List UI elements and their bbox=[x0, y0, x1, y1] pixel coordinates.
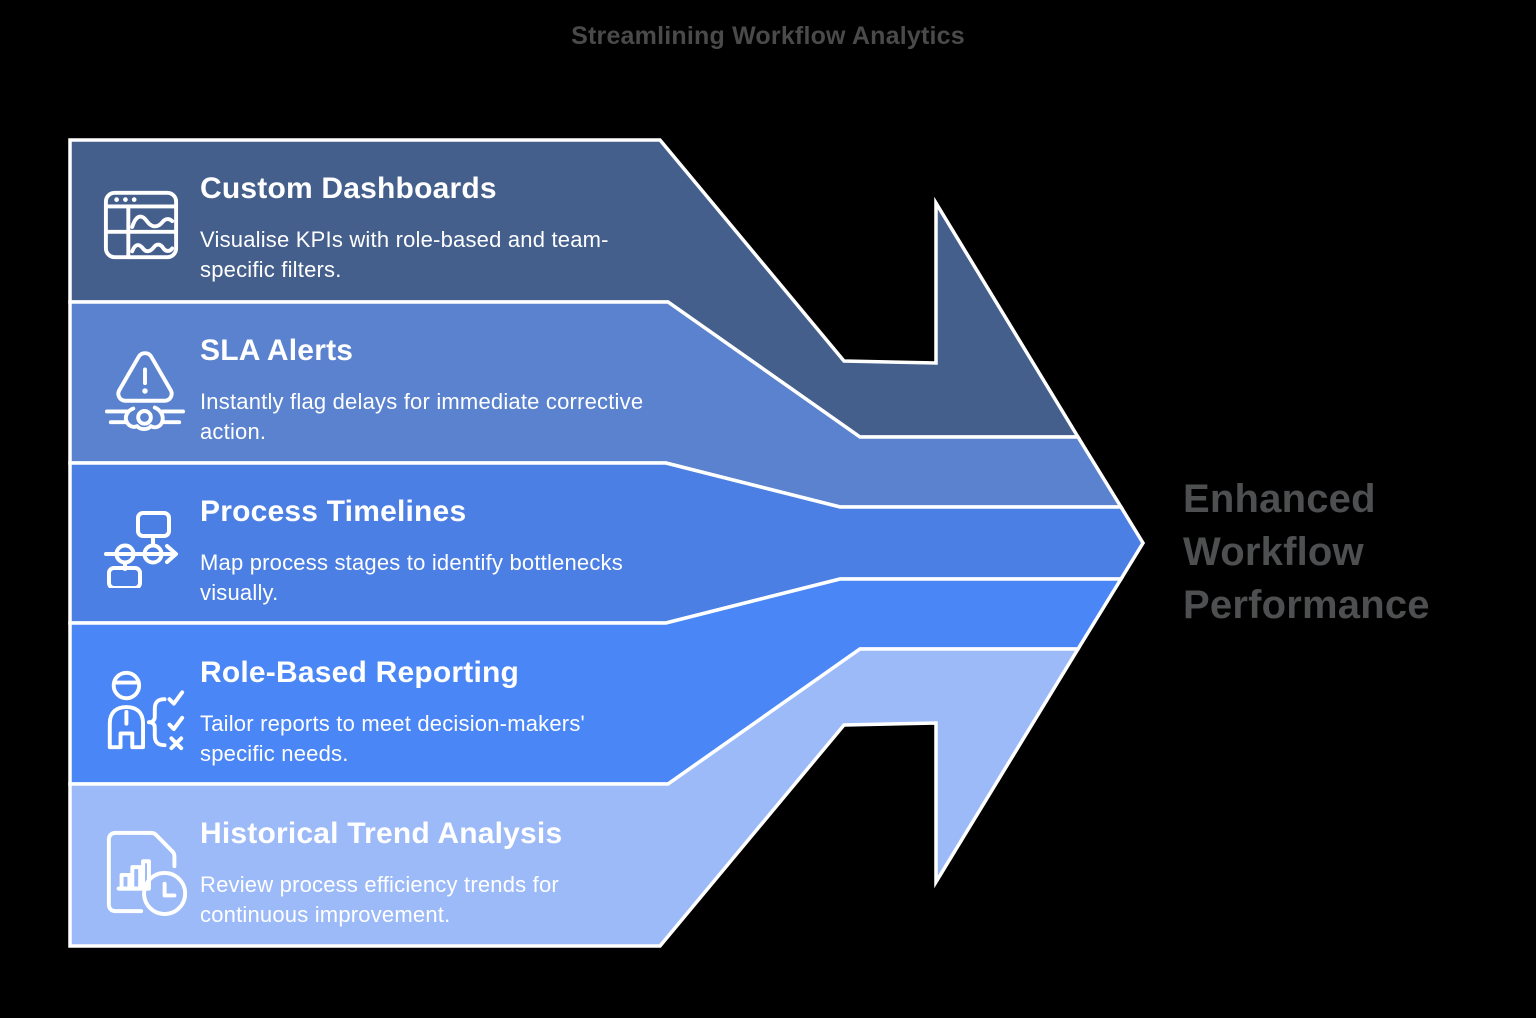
band-desc-historical-trend-analysis: Review process efficiency trends for con… bbox=[200, 870, 690, 930]
document-clock-icon bbox=[106, 830, 188, 917]
desc-line: Tailor reports to meet decision-makers' bbox=[200, 711, 585, 736]
desc-line: specific needs. bbox=[200, 741, 349, 766]
band-desc-sla-alerts: Instantly flag delays for immediate corr… bbox=[200, 387, 690, 447]
band-title-process-timelines: Process Timelines bbox=[200, 495, 467, 528]
desc-line: Visualise KPIs with role-based and team- bbox=[200, 227, 609, 252]
desc-line: Review process efficiency trends for bbox=[200, 872, 559, 897]
dashboard-icon bbox=[103, 190, 179, 260]
desc-line: Instantly flag delays for immediate corr… bbox=[200, 389, 644, 414]
warning-alert-icon bbox=[104, 351, 186, 431]
desc-line: specific filters. bbox=[200, 257, 342, 282]
outcome-label: Enhanced Workflow Performance bbox=[1183, 473, 1430, 632]
person-checklist-icon bbox=[107, 670, 185, 751]
band-desc-custom-dashboards: Visualise KPIs with role-based and team-… bbox=[200, 225, 690, 285]
desc-line: visually. bbox=[200, 580, 279, 605]
desc-line: Map process stages to identify bottlenec… bbox=[200, 550, 623, 575]
band-title-historical-trend-analysis: Historical Trend Analysis bbox=[200, 817, 563, 850]
band-desc-process-timelines: Map process stages to identify bottlenec… bbox=[200, 548, 690, 608]
flowchart-icon bbox=[104, 511, 178, 588]
page-title: Streamlining Workflow Analytics bbox=[571, 22, 965, 50]
band-shape-historical-trend-analysis bbox=[68, 647, 1082, 948]
desc-line: action. bbox=[200, 419, 267, 444]
outcome-line: Enhanced bbox=[1183, 477, 1376, 521]
band-desc-role-based-reporting: Tailor reports to meet decision-makers' … bbox=[200, 709, 690, 769]
band-title-sla-alerts: SLA Alerts bbox=[200, 334, 354, 367]
outcome-line: Performance bbox=[1183, 583, 1430, 627]
band-title-role-based-reporting: Role-Based Reporting bbox=[200, 656, 520, 689]
outcome-line: Workflow bbox=[1183, 530, 1364, 574]
desc-line: continuous improvement. bbox=[200, 902, 451, 927]
band-title-custom-dashboards: Custom Dashboards bbox=[200, 172, 497, 205]
